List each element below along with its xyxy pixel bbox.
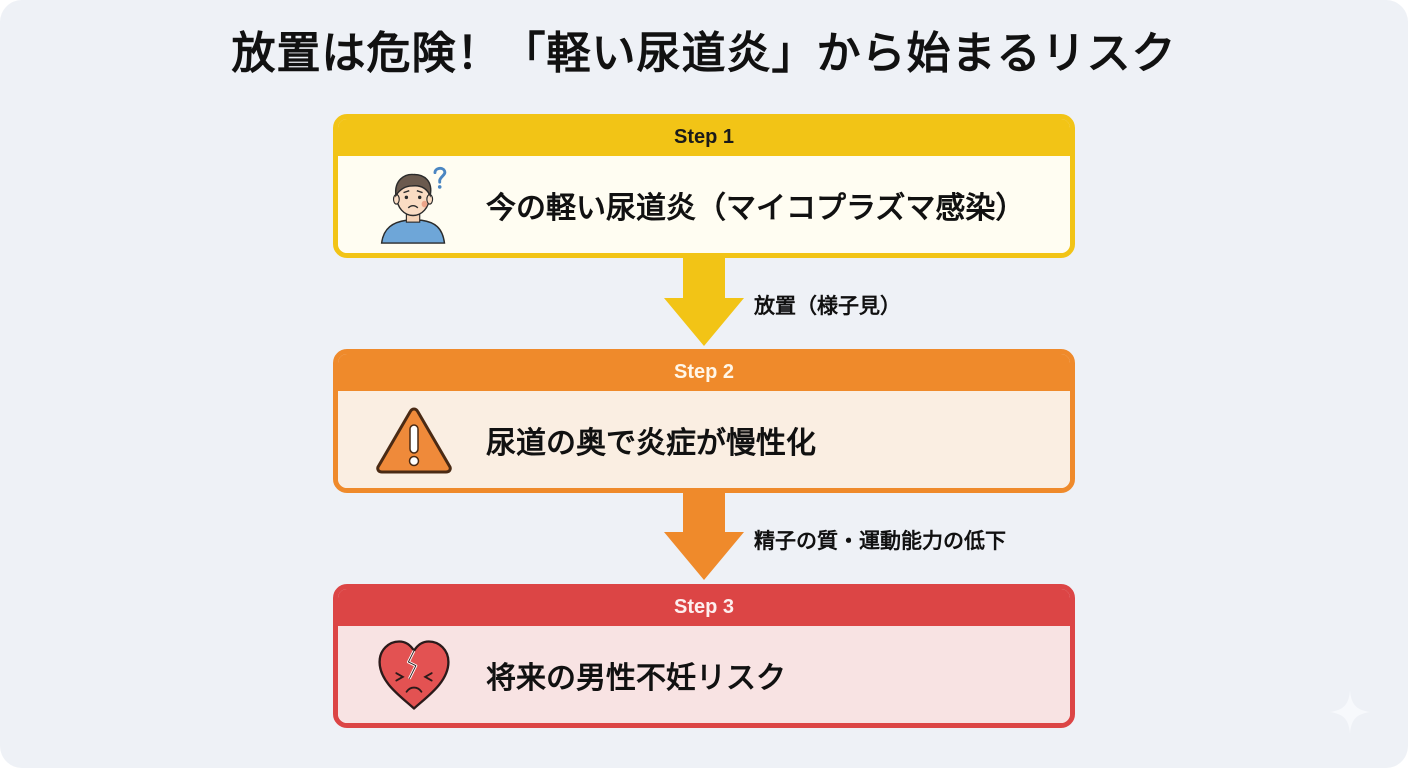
broken-heart-icon: [374, 635, 454, 715]
transition-2-label: 精子の質・運動能力の低下: [754, 529, 1006, 553]
arrow-down-icon: [664, 490, 744, 580]
step-3-text: 将来の男性不妊リスク: [486, 660, 786, 696]
transition-1-label: 放置（様子見）: [754, 294, 901, 318]
step-1-header: Step 1: [338, 119, 1070, 156]
step-3-box: Step 3 将来の男性不妊リスク: [333, 584, 1075, 728]
step-3-header: Step 3: [338, 589, 1070, 626]
step-2-header: Step 2: [338, 354, 1070, 391]
step-1-body: 今の軽い尿道炎（マイコプラズマ感染）: [338, 156, 1070, 253]
arrow-down-icon: [664, 256, 744, 346]
step-2-box: Step 2 尿道の奥で炎症が慢性化: [333, 349, 1075, 493]
step-1-text: 今の軽い尿道炎（マイコプラズマ感染）: [486, 190, 1026, 226]
worried-man-icon: [374, 165, 454, 245]
step-1-box: Step 1: [333, 114, 1075, 258]
warning-triangle-icon: [374, 400, 454, 480]
page-title: 放置は危険！「軽い尿道炎」から始まるリスク: [231, 28, 1177, 79]
sparkle-icon: [1330, 690, 1370, 734]
step-3-body: 将来の男性不妊リスク: [338, 626, 1070, 723]
step-2-body: 尿道の奥で炎症が慢性化: [338, 391, 1070, 488]
step-2-text: 尿道の奥で炎症が慢性化: [486, 425, 816, 461]
